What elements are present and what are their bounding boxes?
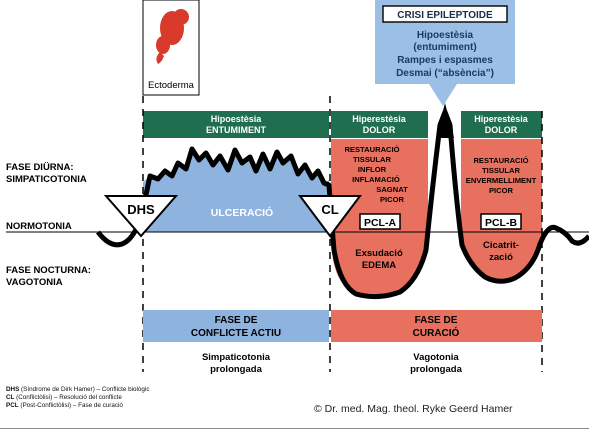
pcl-a-text: RESTAURACIÓ TISSULAR INFLOR INFLAMACIÓ S… — [344, 145, 408, 204]
crisis-line-2: (entumiment) — [413, 42, 476, 53]
night-phase-line-1: FASE NOCTURNA: — [6, 265, 91, 276]
pcl-b-line-4: PICOR — [489, 186, 514, 195]
pcl-a-line-5: SAGNAT — [376, 185, 408, 194]
header-3-line-1: Hiperestèsia — [474, 114, 529, 124]
header-bars: Hipoestèsia ENTUMIMENT Hiperestèsia DOLO… — [143, 111, 542, 138]
pcl-a-line-6: PICOR — [380, 195, 405, 204]
legend-abbr: DHS — [6, 386, 20, 393]
pcl-b-line-1: RESTAURACIÓ — [473, 156, 528, 165]
exudation-line-1: Exsudació — [355, 248, 403, 259]
header-1-line-1: Hipoestèsia — [211, 114, 263, 124]
bottom-label-2-line-2: prolongada — [410, 364, 462, 375]
crisis-line-1: Hipoestèsia — [417, 30, 474, 41]
legend-abbr: CL — [6, 394, 15, 401]
crisis-box: CRISI EPILEPTOIDE Hipoestèsia (entumimen… — [375, 0, 515, 106]
exudation-line-2: EDEMA — [362, 260, 396, 271]
cl-label: CL — [321, 202, 338, 217]
pcl-a-box: PCL-A — [359, 213, 401, 230]
bottom-label-2-line-1: Vagotonia — [413, 352, 459, 363]
day-phase-line-1: FASE DIÜRNA: — [6, 162, 74, 173]
crisis-arrow-icon — [436, 103, 454, 138]
footer-divider — [0, 428, 589, 429]
healing-area-b — [461, 139, 542, 281]
day-phase-line-2: SIMPATICOTONIA — [6, 174, 87, 185]
pcl-a-line-2: TISSULAR — [353, 155, 391, 164]
pcl-a-label: PCL-A — [364, 217, 396, 229]
normotonia-label: NORMOTONIA — [6, 221, 72, 232]
legend-row: DHS (Síndrome de Dirk Hamer) – Conflicte… — [6, 386, 149, 394]
pcl-a-line-1: RESTAURACIÓ — [344, 145, 399, 154]
legend-abbr: PCL — [6, 402, 19, 409]
night-phase-line-2: VAGOTONIA — [6, 277, 63, 288]
phase-box-active: FASE DE CONFLICTE ACTIU — [143, 310, 329, 342]
dhs-marker: DHS — [103, 195, 179, 238]
pcl-b-label: PCL-B — [485, 217, 517, 229]
legend-text: (Post-Conflictòlisi) – Fase de curació — [18, 402, 123, 409]
tonus-curve — [96, 109, 589, 300]
bottom-label-1-line-1: Simpaticotonia — [202, 352, 271, 363]
crisis-title: CRISI EPILEPTOIDE — [397, 10, 493, 21]
header-3-line-2: DOLOR — [485, 125, 518, 135]
active-phase-line-1: FASE DE — [215, 315, 258, 326]
cicatrization-line-1: Cicatrit- — [483, 240, 519, 251]
phase-box-healing: FASE DE CURACIÓ — [331, 310, 542, 342]
pcl-b-line-3: ENVERMELLIMENT — [466, 176, 537, 185]
header-1-line-2: ENTUMIMENT — [206, 125, 266, 135]
pcl-b-box: PCL-B — [480, 213, 522, 230]
pcl-a-line-3: INFLOR — [358, 165, 387, 174]
cl-marker: CL — [298, 195, 362, 238]
embryo-panel: Ectoderma — [142, 0, 200, 96]
copyright-text: © Dr. med. Mag. theol. Ryke Geerd Hamer — [314, 403, 513, 415]
left-labels: FASE DIÜRNA: SIMPATICOTONIA NORMOTONIA F… — [6, 162, 91, 288]
active-phase-area — [143, 149, 329, 232]
embryo-icon — [156, 9, 189, 64]
active-phase-line-2: CONFLICTE ACTIU — [191, 328, 281, 339]
healing-phase-line-1: FASE DE — [415, 315, 458, 326]
header-2-line-2: DOLOR — [363, 125, 396, 135]
legend-row: PCL (Post-Conflictòlisi) – Fase de curac… — [6, 402, 149, 410]
pcl-b-text: RESTAURACIÓ TISSULAR ENVERMELLIMENT PICO… — [466, 156, 537, 195]
header-2-line-1: Hiperestèsia — [352, 114, 407, 124]
ulceration-label: ULCERACIÓ — [211, 206, 273, 219]
abbreviation-legend: DHS (Síndrome de Dirk Hamer) – Conflicte… — [6, 386, 149, 410]
healing-phase-line-2: CURACIÓ — [413, 326, 460, 339]
pcl-a-line-4: INFLAMACIÓ — [352, 175, 400, 184]
embryo-label: Ectoderma — [148, 80, 195, 91]
legend-text: (Síndrome de Dirk Hamer) – Conflicte bio… — [19, 386, 150, 393]
crisis-line-3: Rampes i espasmes — [397, 55, 493, 66]
legend-text: (Conflictòlisi) – Resolució del conflict… — [14, 394, 122, 401]
dhs-label: DHS — [127, 202, 155, 217]
legend-row: CL (Conflictòlisi) – Resolució del confl… — [6, 394, 149, 402]
crisis-line-4: Desmai (“absència”) — [396, 68, 494, 79]
pcl-b-line-2: TISSULAR — [482, 166, 520, 175]
cicatrization-line-2: zació — [489, 252, 513, 263]
bottom-label-1-line-2: prolongada — [210, 364, 262, 375]
